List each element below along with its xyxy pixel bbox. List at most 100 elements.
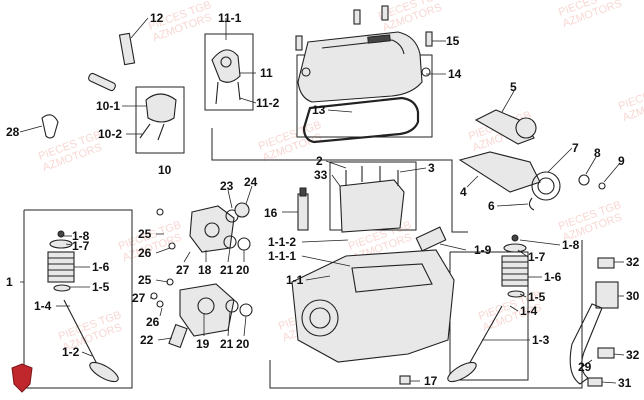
label-1-4-right: 1-4 — [520, 304, 538, 318]
part-1-6-coils-left — [48, 257, 74, 277]
part-11-2-screw-b — [237, 81, 241, 101]
part-26-screw — [168, 242, 176, 250]
leader-33 — [331, 174, 341, 187]
part-10-2-screw-b — [157, 123, 165, 141]
part-14-hole-b — [421, 67, 431, 77]
leader-1-2 — [81, 351, 93, 357]
leader-32-bottom — [613, 353, 625, 356]
label-16: 16 — [264, 206, 278, 220]
label-20b: 20 — [236, 337, 250, 351]
leader-2 — [325, 160, 347, 169]
label-1-6-left: 1-6 — [92, 260, 110, 274]
part-32-bushing-top — [597, 257, 615, 269]
label-1-6-right: 1-6 — [544, 270, 562, 284]
label-27b: 27 — [132, 291, 146, 305]
part-15-bolt-a — [353, 9, 361, 25]
part-1-intake-port — [301, 299, 339, 337]
label-15: 15 — [446, 34, 460, 48]
part-20-oring-b — [239, 303, 253, 317]
label-32-bottom: 32 — [626, 348, 640, 362]
leader-1-4-right — [509, 305, 519, 312]
part-1-7-retainer-left — [49, 239, 73, 249]
part-14-cover — [297, 31, 423, 103]
leader-22 — [157, 337, 173, 341]
part-11-rocker — [211, 49, 241, 83]
label-7: 7 — [572, 141, 579, 155]
part-1-2-valve-left — [63, 299, 99, 367]
label-10-1: 10-1 — [96, 99, 120, 113]
detail-boxes — [23, 33, 583, 389]
label-2: 2 — [316, 154, 323, 168]
label-1-1: 1-1 — [286, 273, 304, 287]
label-13: 13 — [312, 103, 326, 117]
label-32-top: 32 — [626, 255, 640, 269]
label-1-5-right: 1-5 — [528, 290, 546, 304]
leader-1-8-right — [519, 239, 561, 246]
label-19: 19 — [196, 337, 210, 351]
parts — [11, 5, 619, 393]
label-3: 3 — [428, 161, 435, 175]
leader-5 — [501, 90, 515, 113]
leader-21 — [227, 247, 231, 263]
leader-12 — [130, 17, 149, 39]
part-22-sensor — [168, 323, 188, 349]
label-1-1-1: 1-1-1 — [268, 249, 296, 263]
leader-27 — [183, 251, 191, 263]
part-7-hub — [537, 177, 555, 195]
leader-1-1-2 — [301, 239, 349, 243]
part-pin-small — [88, 72, 116, 92]
leader-7 — [547, 147, 573, 173]
part-17-bolt — [399, 375, 411, 385]
leader-lines — [19, 17, 625, 384]
part-24-cap — [234, 202, 250, 218]
label-11: 11 — [260, 66, 273, 80]
leader-9 — [603, 162, 621, 183]
part-1-1-rocker-housing — [339, 179, 405, 233]
part-7-sprocket — [531, 171, 561, 201]
part-13-gasket — [302, 96, 420, 144]
label-27: 27 — [176, 263, 190, 277]
part-1-8-keeper-left — [57, 230, 65, 238]
part-1-6-spring-right — [501, 255, 529, 287]
label-1-3: 1-3 — [532, 333, 550, 347]
label-1-9: 1-9 — [474, 243, 492, 257]
part-19-housing — [179, 283, 235, 337]
leader-26 — [155, 247, 171, 254]
part-1-6-coils-right — [502, 261, 528, 281]
part-1-9-dowel — [415, 226, 447, 252]
leader-1-5-right — [519, 293, 527, 298]
part-11-2-screw — [215, 81, 219, 105]
leader-28 — [19, 125, 43, 133]
label-22: 22 — [140, 333, 154, 347]
part-27-screw — [150, 292, 158, 300]
box-11 — [204, 33, 254, 111]
label-1-7-right: 1-7 — [528, 250, 546, 264]
label-11-1: 11-1 — [218, 11, 242, 25]
box-10 — [135, 86, 185, 154]
part-31-bolt — [587, 377, 603, 387]
leader-4 — [466, 175, 479, 188]
part-14-ridge — [321, 39, 405, 55]
part-1-3-valve-right — [467, 305, 503, 367]
label-28: 28 — [6, 125, 20, 139]
part-1-3-valve-head-right — [447, 361, 477, 383]
part-4-camshaft — [458, 151, 541, 193]
label-11-2: 11-2 — [256, 96, 280, 110]
box-right-valve — [449, 251, 529, 381]
part-18-outlet — [204, 222, 220, 238]
part-1-cylinder-head — [291, 249, 455, 363]
part-1-5-seal-left — [53, 284, 71, 292]
part-25-screw — [156, 208, 164, 216]
leader-6 — [496, 203, 529, 207]
leader-1-7-left — [65, 243, 73, 246]
label-4: 4 — [460, 185, 467, 199]
leader-8 — [585, 156, 597, 175]
leader-11-2 — [239, 97, 257, 104]
part-1-port-bore — [309, 307, 331, 329]
label-29: 29 — [578, 360, 592, 374]
label-21b: 21 — [220, 337, 234, 351]
label-1-7-left: 1-7 — [72, 239, 90, 253]
leader-20b — [243, 315, 247, 337]
label-25: 25 — [138, 227, 152, 241]
head-outline — [211, 128, 468, 233]
